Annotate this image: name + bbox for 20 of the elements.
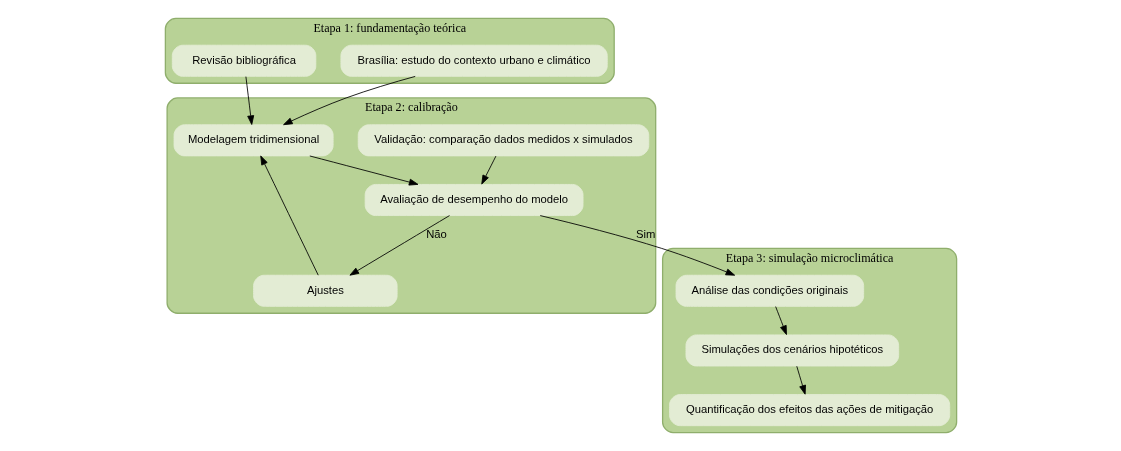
node-box: Modelagem tridimensional xyxy=(173,124,334,157)
node-box: Ajustes xyxy=(252,274,398,307)
node-box: Quantificação dos efeitos das ações de mitigação xyxy=(668,394,950,427)
node-box: Validação: comparação dados medidos x simulados xyxy=(357,124,649,157)
node-box: Brasília: estudo do contexto urbano e climático xyxy=(340,44,608,77)
arrow xyxy=(244,76,254,125)
arrow xyxy=(774,306,787,335)
edge-label: Não xyxy=(425,228,447,241)
arrow xyxy=(480,155,496,185)
node-box: Avaliação de desempenho do modelo xyxy=(364,184,583,216)
edge-label: Sim xyxy=(635,228,655,241)
node-box: Análise das condições originais xyxy=(675,274,864,307)
arrow xyxy=(349,215,450,276)
node-box: Simulações dos cenários hipotéticos xyxy=(685,334,899,367)
arrow xyxy=(795,365,806,395)
arrow xyxy=(539,215,735,276)
arrow xyxy=(259,155,319,276)
arrow xyxy=(282,75,416,126)
arrow xyxy=(308,155,418,186)
node-box: Revisão bibliográfica xyxy=(171,44,316,77)
